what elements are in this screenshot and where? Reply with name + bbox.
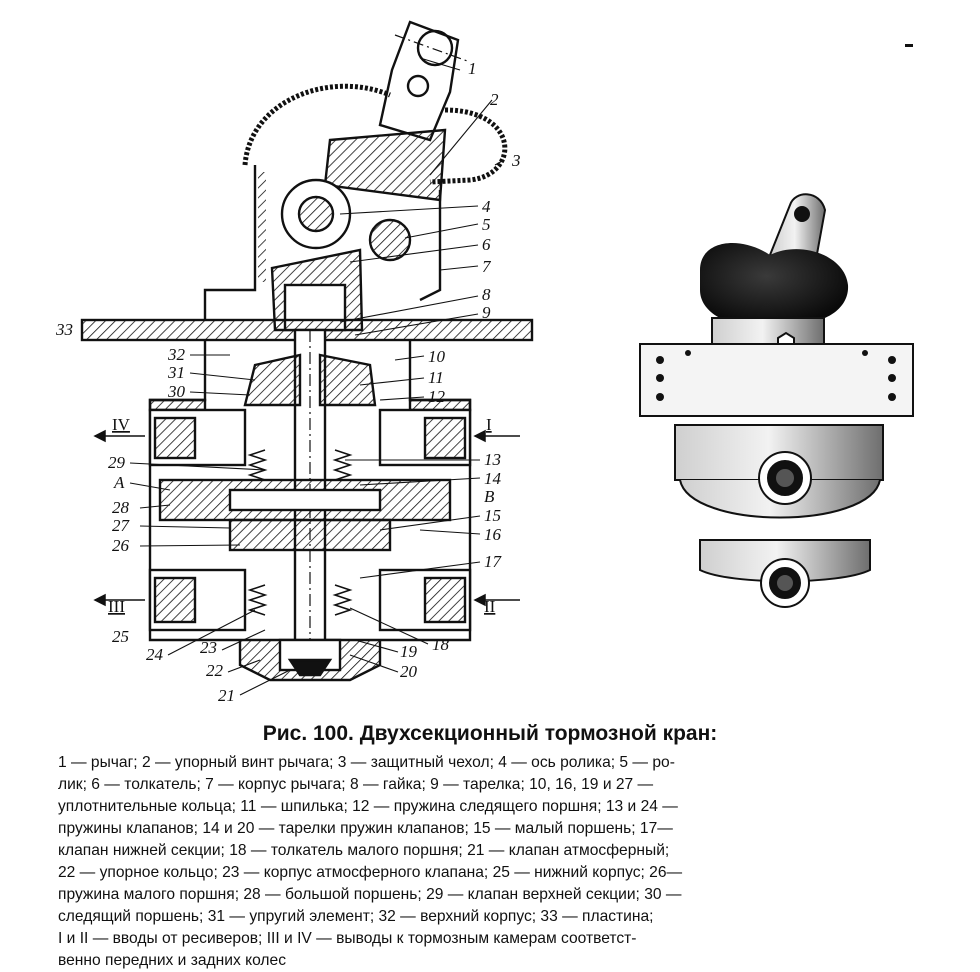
callout-9: 9 (482, 303, 491, 322)
callout-14: 14 (484, 469, 502, 488)
port-I-label: I (486, 415, 492, 434)
legend-line: венно передних и задних колес (58, 952, 286, 969)
roller (368, 218, 412, 262)
leader-lines (129, 57, 505, 696)
lever (378, 20, 471, 142)
callout-29: 29 (108, 453, 126, 472)
port-III-label: III (108, 597, 125, 616)
flange-plate (639, 343, 914, 417)
port-II-label: II (484, 597, 496, 616)
callout-7: 7 (482, 257, 492, 276)
print-mark (905, 44, 913, 47)
callout-27: 27 (112, 516, 131, 535)
callout-23: 23 (200, 638, 217, 657)
callout-6: 6 (482, 235, 491, 254)
rubber-boot (700, 243, 849, 326)
legend-line: следящий поршень; 31 — упругий элемент; … (58, 908, 654, 925)
legend-line: лик; 6 — толкатель; 7 — корпус рычага; 8… (58, 776, 654, 793)
callout-26: 26 (112, 536, 130, 555)
legend-line: пружина малого поршня; 28 — большой порш… (58, 886, 682, 903)
callout-32: 32 (167, 345, 186, 364)
callout-1: 1 (468, 59, 477, 78)
callout-31: 31 (167, 363, 185, 382)
callout-33: 33 (55, 320, 73, 339)
callout-5: 5 (482, 215, 491, 234)
callout-13: 13 (484, 450, 501, 469)
flow-arrows (93, 429, 520, 607)
callout-8: 8 (482, 285, 491, 304)
callout-4: 4 (482, 197, 491, 216)
legend-line: уплотнительные кольца; 11 — шпилька; 12 … (58, 798, 678, 815)
callout-30: 30 (167, 382, 186, 401)
protective-boot (242, 83, 508, 185)
callout-3: 3 (511, 151, 521, 170)
callout-28: 28 (112, 498, 130, 517)
callout-15: 15 (484, 506, 501, 525)
port-IV-label: IV (112, 415, 131, 434)
callout-22: 22 (206, 661, 224, 680)
callout-20: 20 (400, 662, 418, 681)
callout-B: B (484, 487, 495, 506)
callout-24: 24 (146, 645, 164, 664)
legend-line: пружины клапанов; 14 и 20 — тарелки пруж… (58, 820, 673, 837)
section-drawing (80, 20, 534, 682)
callout-10: 10 (428, 347, 446, 366)
figure-caption-title: Рис. 100. Двухсекционный тормозной кран: (262, 722, 718, 745)
callout-16: 16 (484, 525, 502, 544)
small-piston (228, 518, 392, 552)
callout-19: 19 (400, 642, 418, 661)
brake-valve-figure: 1 2 3 4 5 6 7 8 9 10 11 12 13 14 15 16 1… (55, 20, 914, 705)
callout-A: A (113, 473, 125, 492)
legend-line: 22 — упорное кольцо; 23 — корпус атмосфе… (58, 864, 683, 881)
callout-25: 25 (112, 627, 129, 646)
legend-line: клапан нижней секции; 18 — толкатель мал… (58, 842, 670, 859)
legend-line: I и II — вводы от ресиверов; III и IV — … (58, 930, 637, 947)
external-view (639, 193, 914, 608)
callout-2: 2 (490, 90, 499, 109)
callout-17: 17 (484, 552, 503, 571)
callout-12: 12 (428, 387, 446, 406)
lever-housing (203, 165, 442, 320)
callout-11: 11 (428, 368, 444, 387)
callout-21: 21 (218, 686, 235, 705)
valve-springs (247, 449, 353, 616)
legend-line: 1 — рычаг; 2 — упорный винт рычага; 3 — … (58, 754, 675, 771)
figure-legend: 1 — рычаг; 2 — упорный винт рычага; 3 — … (58, 752, 918, 972)
callout-labels: 1 2 3 4 5 6 7 8 9 10 11 12 13 14 15 16 1… (55, 59, 521, 705)
callout-18: 18 (432, 635, 450, 654)
